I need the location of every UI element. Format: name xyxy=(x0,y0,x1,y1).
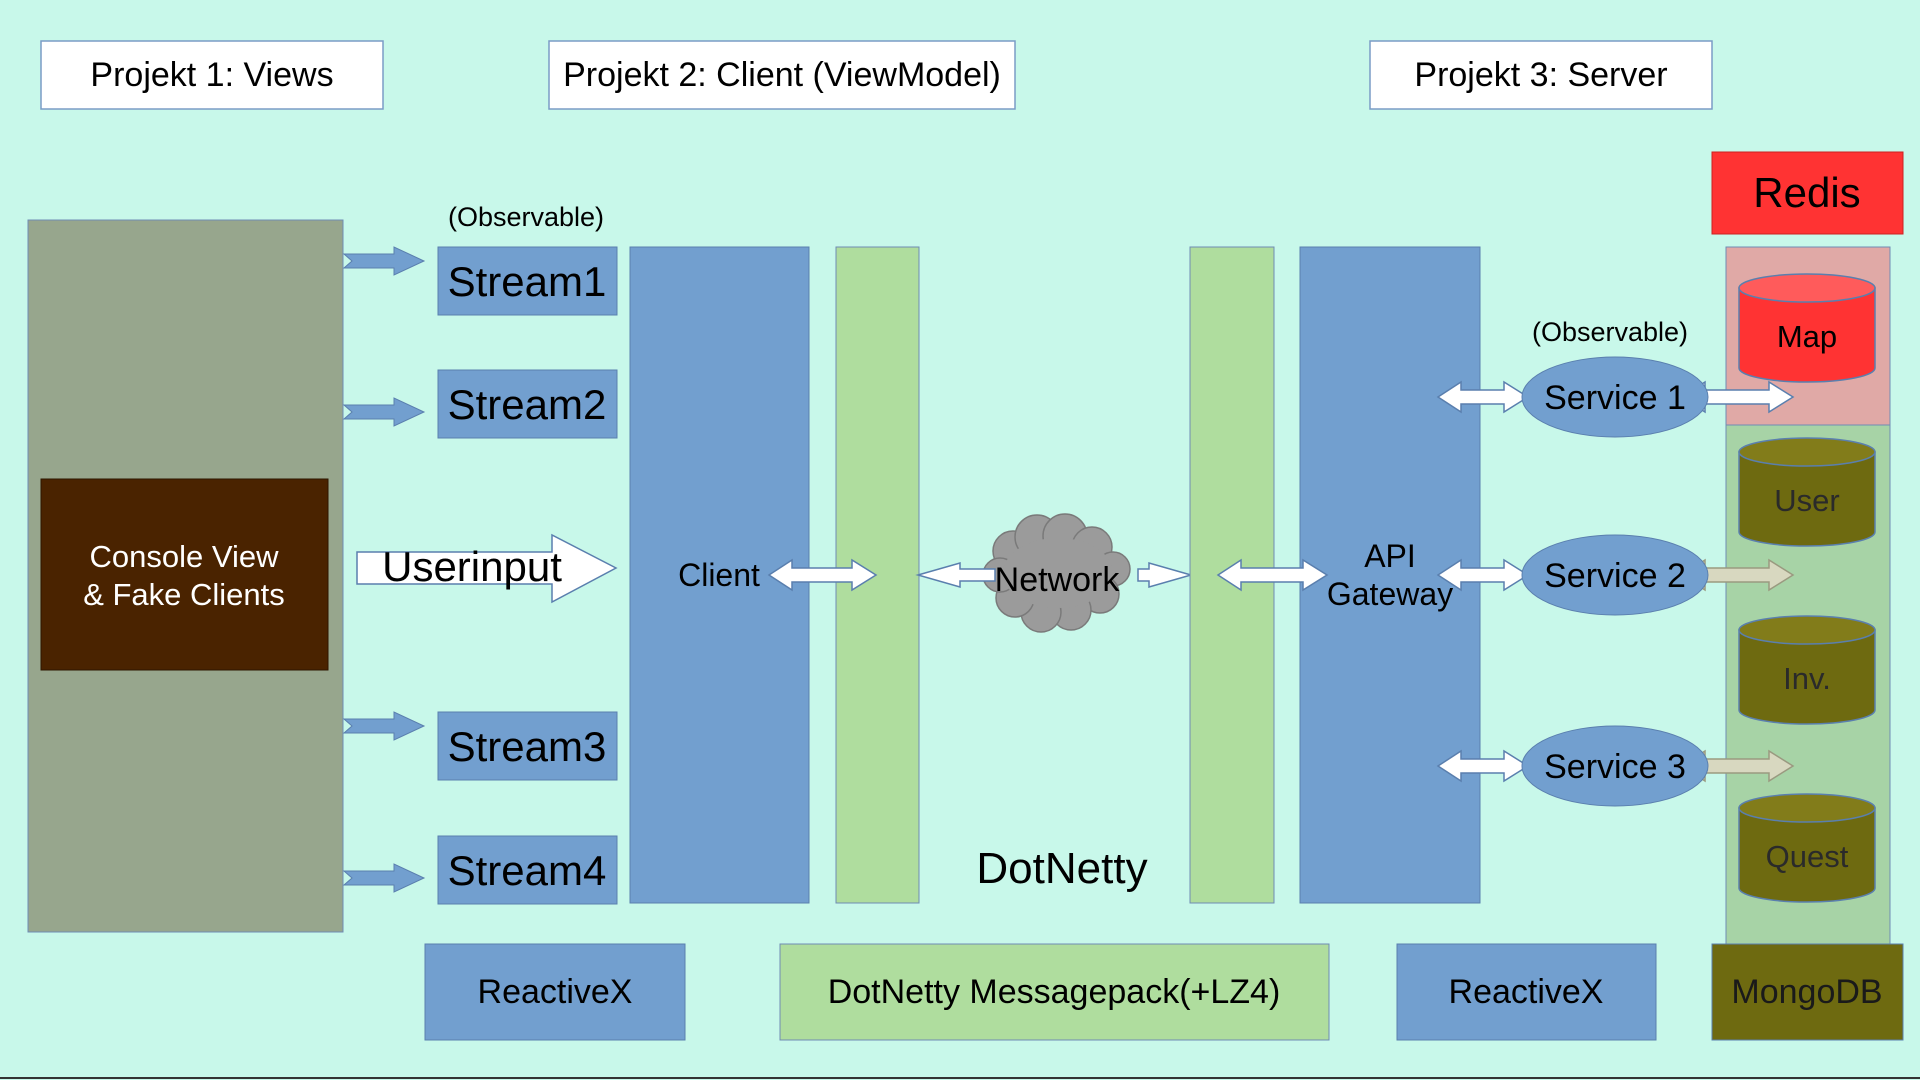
map-cylinder: Map xyxy=(1738,273,1876,383)
stream4-arrow xyxy=(342,863,426,893)
api-gateway-label-line2: Gateway xyxy=(1327,576,1453,612)
project2-header: Projekt 2: Client (ViewModel) xyxy=(548,40,1016,110)
stream2-arrow xyxy=(342,397,426,427)
stream1-label: Stream1 xyxy=(448,258,607,305)
reactivex-right-label: ReactiveX xyxy=(1449,973,1604,1011)
userinput-arrow: Userinput xyxy=(356,533,618,604)
user-cylinder: User xyxy=(1738,437,1876,547)
observable-label-streams: (Observable) xyxy=(448,202,604,232)
user-label: User xyxy=(1774,483,1839,518)
mongodb-label: MongoDB xyxy=(1731,973,1882,1011)
network-cloud: Network xyxy=(982,513,1131,633)
stream2-box: Stream2 xyxy=(437,369,618,439)
service1-node: Service 1 xyxy=(1521,356,1709,438)
network-arrow-left xyxy=(915,562,996,588)
observable-label-services: (Observable) xyxy=(1532,317,1688,347)
mongodb-box: MongoDB xyxy=(1711,943,1904,1041)
project3-header: Projekt 3: Server xyxy=(1369,40,1713,110)
redis-label: Redis xyxy=(1753,169,1860,216)
console-view-box: Console View & Fake Clients xyxy=(40,478,329,671)
messagepack-box: DotNetty Messagepack(+LZ4) xyxy=(779,943,1330,1041)
service2-label: Service 2 xyxy=(1544,557,1686,595)
service3-label: Service 3 xyxy=(1544,748,1686,786)
stream3-box: Stream3 xyxy=(437,711,618,781)
service3-node: Service 3 xyxy=(1521,725,1709,807)
project2-title: Projekt 2: Client (ViewModel) xyxy=(563,56,1001,94)
quest-cylinder: Quest xyxy=(1738,793,1876,903)
api-gateway-label-line1: API xyxy=(1364,538,1416,574)
stream4-label: Stream4 xyxy=(448,847,607,894)
service1-label: Service 1 xyxy=(1544,379,1686,417)
project3-title: Projekt 3: Server xyxy=(1414,56,1667,94)
stream2-label: Stream2 xyxy=(448,381,607,428)
dotnetty-label: DotNetty xyxy=(976,844,1147,893)
redis-box: Redis xyxy=(1711,151,1904,235)
userinput-label: Userinput xyxy=(382,543,562,590)
messagepack-label: DotNetty Messagepack(+LZ4) xyxy=(828,973,1281,1011)
client-label: Client xyxy=(678,557,760,593)
quest-label: Quest xyxy=(1766,839,1849,874)
console-view-label-line2: & Fake Clients xyxy=(83,577,285,612)
project1-header: Projekt 1: Views xyxy=(40,40,384,110)
stream1-box: Stream1 xyxy=(437,246,618,316)
map-label: Map xyxy=(1777,319,1837,354)
client-link-arrow xyxy=(767,558,878,592)
inventory-cylinder: Inv. xyxy=(1738,615,1876,725)
stream1-arrow xyxy=(342,246,426,276)
reactivex-left-label: ReactiveX xyxy=(478,973,633,1011)
reactivex-left-box: ReactiveX xyxy=(424,943,686,1041)
inventory-label: Inv. xyxy=(1783,661,1831,696)
network-label: Network xyxy=(995,561,1121,599)
service2-node: Service 2 xyxy=(1521,534,1709,616)
stream3-label: Stream3 xyxy=(448,723,607,770)
network-arrow-right xyxy=(1137,562,1194,588)
stream3-arrow xyxy=(342,711,426,741)
stream4-box: Stream4 xyxy=(437,835,618,905)
console-view-label-line1: Console View xyxy=(90,539,280,574)
project1-title: Projekt 1: Views xyxy=(90,56,333,94)
reactivex-right-box: ReactiveX xyxy=(1396,943,1657,1041)
gateway-link-arrow xyxy=(1216,558,1329,592)
